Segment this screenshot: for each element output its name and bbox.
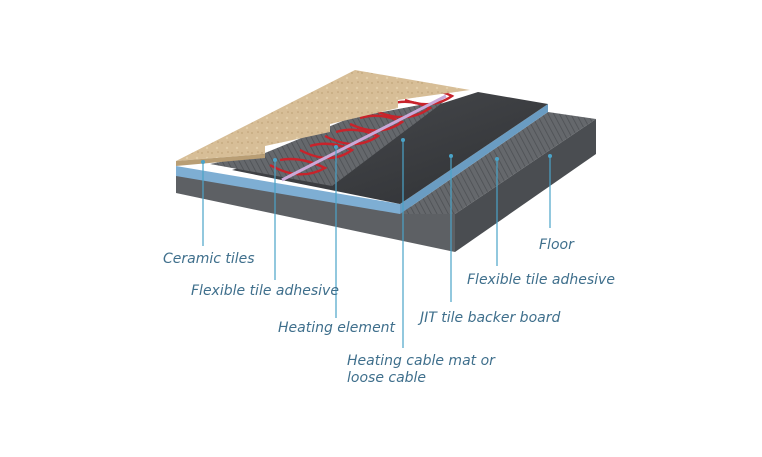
- label-flexible-tile-adhesive-2: Flexible tile adhesive: [467, 272, 615, 288]
- label-heating-element: Heating element: [278, 320, 396, 336]
- ceramic-tiles-edge: [176, 154, 265, 166]
- label-flexible-tile-adhesive-1: Flexible tile adhesive: [191, 283, 339, 299]
- insulation-stripe: [176, 166, 400, 214]
- label-jit-tile-backer-board: JIT tile backer board: [420, 310, 561, 326]
- label-heating-cable-mat-line2: loose cable: [347, 370, 427, 386]
- insulation-stripe-side: [400, 104, 548, 214]
- label-ceramic-tiles: Ceramic tiles: [163, 251, 255, 267]
- leader-lines: [202, 140, 551, 348]
- label-floor: Floor: [539, 237, 574, 253]
- leader-dots: [201, 138, 552, 164]
- floor-right-face: [455, 119, 596, 252]
- label-heating-cable-mat-line1: Heating cable mat or: [347, 353, 495, 369]
- floor-front-face: [176, 168, 455, 252]
- bottom-adhesive-layer: [400, 112, 596, 214]
- heating-mat-spine: [281, 94, 447, 182]
- ceramic-tiles-layer: [176, 70, 470, 161]
